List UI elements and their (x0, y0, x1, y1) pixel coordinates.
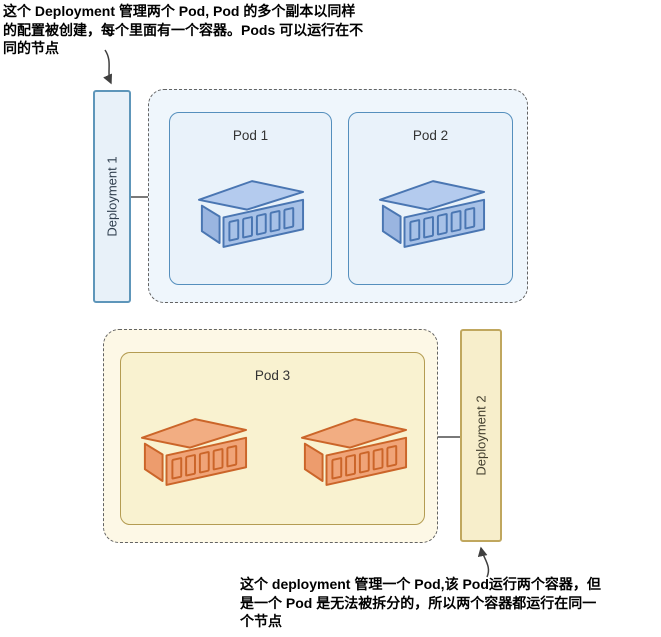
container-icon (300, 418, 408, 486)
arrow-bottom-annotation-to-deployment2 (477, 546, 490, 578)
pod-2-label: Pod 2 (412, 128, 449, 143)
deployment-2-label: Deployment 2 (473, 395, 489, 476)
deployment-1-box: Deployment 1 (93, 90, 131, 303)
pod-2-box: Pod 2 (348, 112, 513, 285)
top-annotation-line: 这个 Deployment 管理两个 Pod, Pod 的多个副本以同样 (3, 3, 356, 19)
container-icon (197, 180, 305, 248)
pod-1-label: Pod 1 (232, 128, 269, 143)
container-icon (140, 418, 248, 486)
top-annotation-line: 同的节点 (3, 40, 59, 56)
bottom-annotation-line: 这个 deployment 管理一个 Pod,该 Pod运行两个容器，但 (240, 576, 601, 592)
pod-1-box: Pod 1 (169, 112, 332, 285)
pod-3-box: Pod 3 (120, 352, 425, 525)
bottom-annotation-line: 是一个 Pod 是无法被拆分的，所以两个容器都运行在同一 (240, 594, 597, 611)
deployment-1-label: Deployment 1 (104, 156, 120, 237)
top-annotation: 这个 Deployment 管理两个 Pod, Pod 的多个副本以同样 的配置… (3, 2, 363, 58)
deployment-2-box: Deployment 2 (460, 329, 502, 542)
top-annotation-line: 的配置被创建，每个里面有一个容器。Pods 可以运行在不 (3, 21, 364, 38)
bottom-annotation: 这个 deployment 管理一个 Pod,该 Pod运行两个容器，但 是一个… (240, 575, 601, 631)
bottom-annotation-line: 个节点 (240, 613, 282, 629)
container-icon (378, 180, 486, 248)
pod-3-label: Pod 3 (254, 368, 291, 383)
